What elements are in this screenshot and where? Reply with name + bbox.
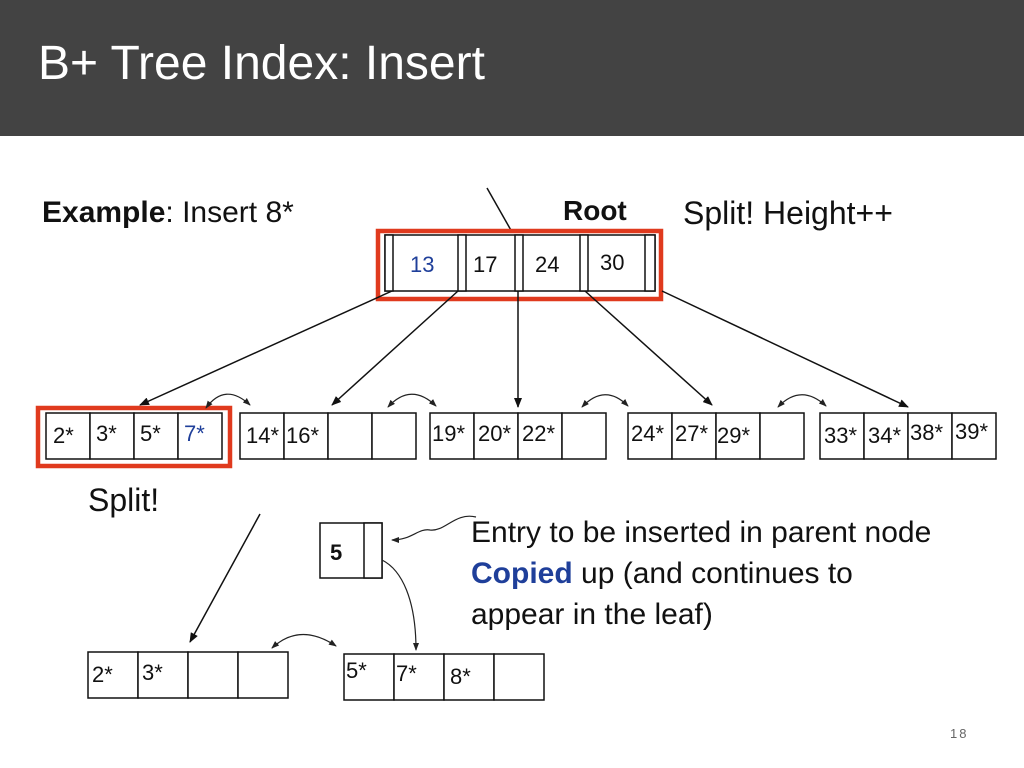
- entry-line-2-rest: up (and continues to: [572, 557, 853, 590]
- root-key: 24: [535, 252, 559, 277]
- leaf-key: 7*: [396, 661, 417, 686]
- slide-title: B+ Tree Index: Insert: [38, 37, 485, 90]
- copy-pointer-arrow: [381, 559, 419, 651]
- root-highlight-box: [375, 228, 664, 302]
- leaf-node: 33* 34* 38* 39*: [819, 412, 997, 460]
- leaf-key: 14*: [246, 423, 279, 448]
- leaf-node: 2* 3* 5* 7*: [45, 412, 223, 460]
- sibling-link-arrow: [387, 393, 437, 408]
- split-label: Split!: [88, 482, 160, 518]
- leaf-cell: [187, 651, 239, 699]
- leaf-key: 33*: [824, 423, 857, 448]
- root-key: 13: [410, 252, 434, 277]
- example-label: Example: Insert 8*: [42, 198, 294, 228]
- entry-line-2: Copied up (and continues to: [471, 553, 931, 594]
- copied-up-key: 5: [330, 540, 342, 565]
- leaf-key: 16*: [286, 423, 319, 448]
- split-pointer-arrow: [189, 513, 261, 643]
- leaf-key: 27*: [675, 421, 708, 446]
- leaf-node: 24* 27* 29*: [627, 412, 805, 460]
- leaf-key: 38*: [910, 420, 943, 445]
- split-height-label: Split! Height++: [683, 195, 893, 231]
- root-ptr-slot: [457, 234, 467, 292]
- root-pointer-arrow: [486, 187, 513, 233]
- copied-up-ptr-slot: [363, 522, 383, 579]
- leaf-key: 19*: [432, 421, 465, 446]
- leaf-key: 20*: [478, 421, 511, 446]
- leaf-cell: [715, 412, 761, 460]
- split-leaf-node: 2* 3*: [87, 651, 289, 699]
- leaf-key: 3*: [142, 660, 163, 685]
- note-pointer-arrow: [391, 515, 477, 543]
- leaf-key: 34*: [868, 423, 901, 448]
- leaf-cell: [561, 412, 607, 460]
- leaf-cell: [371, 412, 417, 460]
- leaf-cell: [517, 412, 563, 460]
- entry-note: Entry to be inserted in parent node Copi…: [471, 512, 931, 635]
- leaf-node: 19* 20* 22*: [429, 412, 607, 460]
- leaf-node: 14* 16*: [239, 412, 417, 460]
- leaf-key: 2*: [92, 662, 113, 687]
- leaf-key: 3*: [96, 421, 117, 446]
- leaf-key: 8*: [450, 664, 471, 689]
- child-pointer-arrow: [331, 290, 459, 406]
- sibling-link-arrow: [205, 393, 251, 409]
- root-label: Root: [563, 195, 627, 226]
- leaf-cell: [89, 412, 135, 460]
- root-ptr-slot: [644, 234, 656, 292]
- leaf-key: 5*: [346, 658, 367, 683]
- leaf-key: 5*: [140, 421, 161, 446]
- copied-up-node: 5: [319, 522, 383, 579]
- root-key: 30: [600, 250, 624, 275]
- entry-line-1: Entry to be inserted in parent node: [471, 516, 932, 549]
- child-pointer-arrow: [584, 290, 713, 406]
- leaf-cell: [951, 412, 997, 460]
- root-ptr-slot: [579, 234, 589, 292]
- leaf-key: 7*: [184, 421, 205, 446]
- sibling-link-arrow: [777, 394, 827, 408]
- leaf-cell: [137, 651, 189, 699]
- title-bar: B+ Tree Index: Insert: [0, 0, 1024, 136]
- leaf-cell: [237, 651, 289, 699]
- leaf-key: 22*: [522, 421, 555, 446]
- root-key: 17: [473, 252, 497, 277]
- leaf-key: 24*: [631, 421, 664, 446]
- sibling-link-arrow: [581, 394, 629, 408]
- example-rest: : Insert 8*: [165, 196, 294, 229]
- sibling-link-arrow: [271, 633, 337, 649]
- split-leaf-node: 5* 7* 8*: [343, 653, 545, 701]
- leaf-cell: [473, 412, 519, 460]
- leaf-cell: [759, 412, 805, 460]
- leaf-cell: [327, 412, 373, 460]
- leaf-cell: [671, 412, 717, 460]
- root-ptr-slot: [514, 234, 524, 292]
- example-bold: Example: [42, 196, 166, 229]
- leaf-cell: [627, 412, 673, 460]
- child-pointer-arrow: [661, 290, 909, 408]
- leaf-cell: [239, 412, 285, 460]
- leaf-cell: [177, 412, 223, 460]
- child-pointer-arrow: [139, 290, 393, 406]
- leaf-cell: [283, 412, 329, 460]
- leaf-key: 29*: [717, 423, 750, 448]
- leaf-highlight-box: [35, 405, 233, 469]
- leaf-cell: [87, 651, 139, 699]
- leaf-cell: [863, 412, 909, 460]
- leaf-cell: [429, 412, 475, 460]
- leaf-cell: [907, 412, 953, 460]
- leaf-cell: [493, 653, 545, 701]
- leaf-key: 2*: [53, 423, 74, 448]
- copied-word: Copied: [471, 557, 573, 590]
- root-node: 13 17 24 30: [384, 234, 656, 292]
- leaf-cell: [443, 653, 495, 701]
- entry-line-3: appear in the leaf): [471, 598, 713, 631]
- page-number: 18: [950, 726, 969, 741]
- leaf-key: 39*: [955, 419, 988, 444]
- root-ptr-slot: [384, 234, 394, 292]
